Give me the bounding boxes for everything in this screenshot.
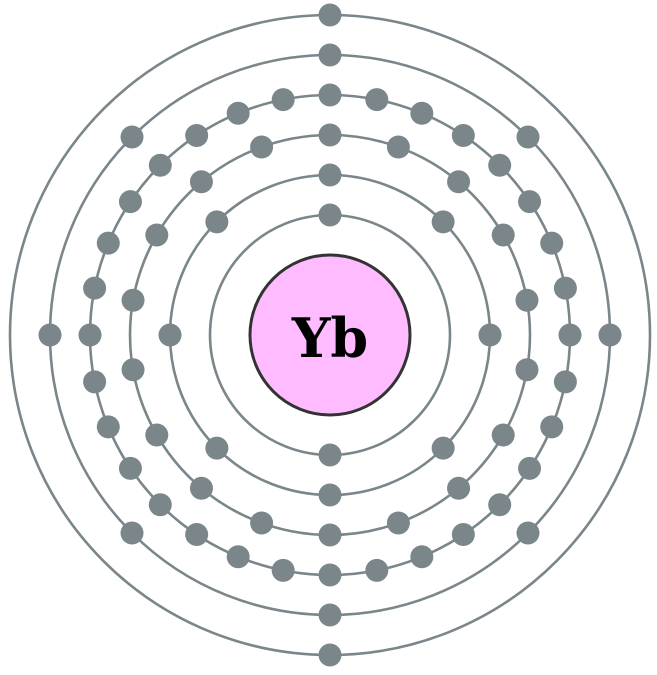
electron-shell-4	[410, 545, 434, 569]
electron-shell-3	[145, 223, 169, 247]
electron-shell-5	[516, 521, 540, 545]
electron-shell-5	[120, 125, 144, 149]
electron-shell-4	[148, 493, 172, 517]
nucleus: Yb	[248, 253, 412, 417]
electron-shell-5	[120, 521, 144, 545]
electron-shell-4	[365, 558, 389, 582]
electron-shell-4	[271, 558, 295, 582]
electron-shell-2	[205, 436, 229, 460]
electron-shell-5	[318, 43, 342, 67]
electron-shell-3	[386, 135, 410, 159]
electron-shell-4	[118, 190, 142, 214]
electron-shell-3	[121, 288, 145, 312]
electron-shell-2	[431, 436, 455, 460]
electron-shell-2	[318, 483, 342, 507]
electron-shell-4	[118, 456, 142, 480]
electron-shell-4	[226, 545, 250, 569]
electron-shell-4	[365, 88, 389, 112]
electron-shell-4	[451, 123, 475, 147]
electron-shell-2	[478, 323, 502, 347]
electron-shell-4	[148, 153, 172, 177]
electron-shell-4	[271, 88, 295, 112]
electron-shell-2	[318, 163, 342, 187]
electron-shell-4	[185, 123, 209, 147]
electron-shell-3	[515, 288, 539, 312]
electron-shell-6	[318, 3, 342, 27]
electron-shell-4	[83, 276, 107, 300]
electron-shell-4	[226, 101, 250, 125]
electron-shell-4	[558, 323, 582, 347]
electron-shell-4	[318, 563, 342, 587]
electron-shell-3	[318, 123, 342, 147]
electron-shell-3	[250, 135, 274, 159]
electron-shell-2	[205, 210, 229, 234]
electron-shell-3	[318, 523, 342, 547]
electron-shell-2	[431, 210, 455, 234]
electron-shell-3	[250, 511, 274, 535]
electron-shell-3	[515, 358, 539, 382]
electron-shell-4	[78, 323, 102, 347]
electron-shell-3	[491, 223, 515, 247]
electron-shell-3	[447, 476, 471, 500]
electron-shell-5	[516, 125, 540, 149]
electron-shell-4	[488, 493, 512, 517]
electron-shell-4	[553, 276, 577, 300]
electron-shell-3	[189, 170, 213, 194]
electron-shell-4	[488, 153, 512, 177]
electron-shell-4	[83, 370, 107, 394]
electron-shell-1	[318, 203, 342, 227]
electron-shell-4	[96, 415, 120, 439]
electron-shell-6	[318, 643, 342, 667]
electron-shell-3	[145, 423, 169, 447]
electron-shell-4	[540, 415, 564, 439]
element-symbol: Yb	[291, 306, 368, 370]
electron-shell-3	[189, 476, 213, 500]
electron-shell-4	[540, 231, 564, 255]
electron-shell-4	[518, 456, 542, 480]
electron-shell-3	[447, 170, 471, 194]
electron-shell-5	[38, 323, 62, 347]
electron-shell-4	[185, 523, 209, 547]
electron-shell-4	[410, 101, 434, 125]
electron-shell-4	[451, 523, 475, 547]
electron-shell-3	[491, 423, 515, 447]
electron-shell-3	[386, 511, 410, 535]
electron-shell-4	[318, 83, 342, 107]
electron-shell-5	[598, 323, 622, 347]
electron-shell-3	[121, 358, 145, 382]
electron-shell-2	[158, 323, 182, 347]
electrons	[38, 3, 622, 667]
electron-shell-4	[518, 190, 542, 214]
nucleus-circle	[248, 253, 412, 417]
electron-shell-4	[96, 231, 120, 255]
electron-shell-5	[318, 603, 342, 627]
electron-shell-1	[318, 443, 342, 467]
electron-shell-4	[553, 370, 577, 394]
